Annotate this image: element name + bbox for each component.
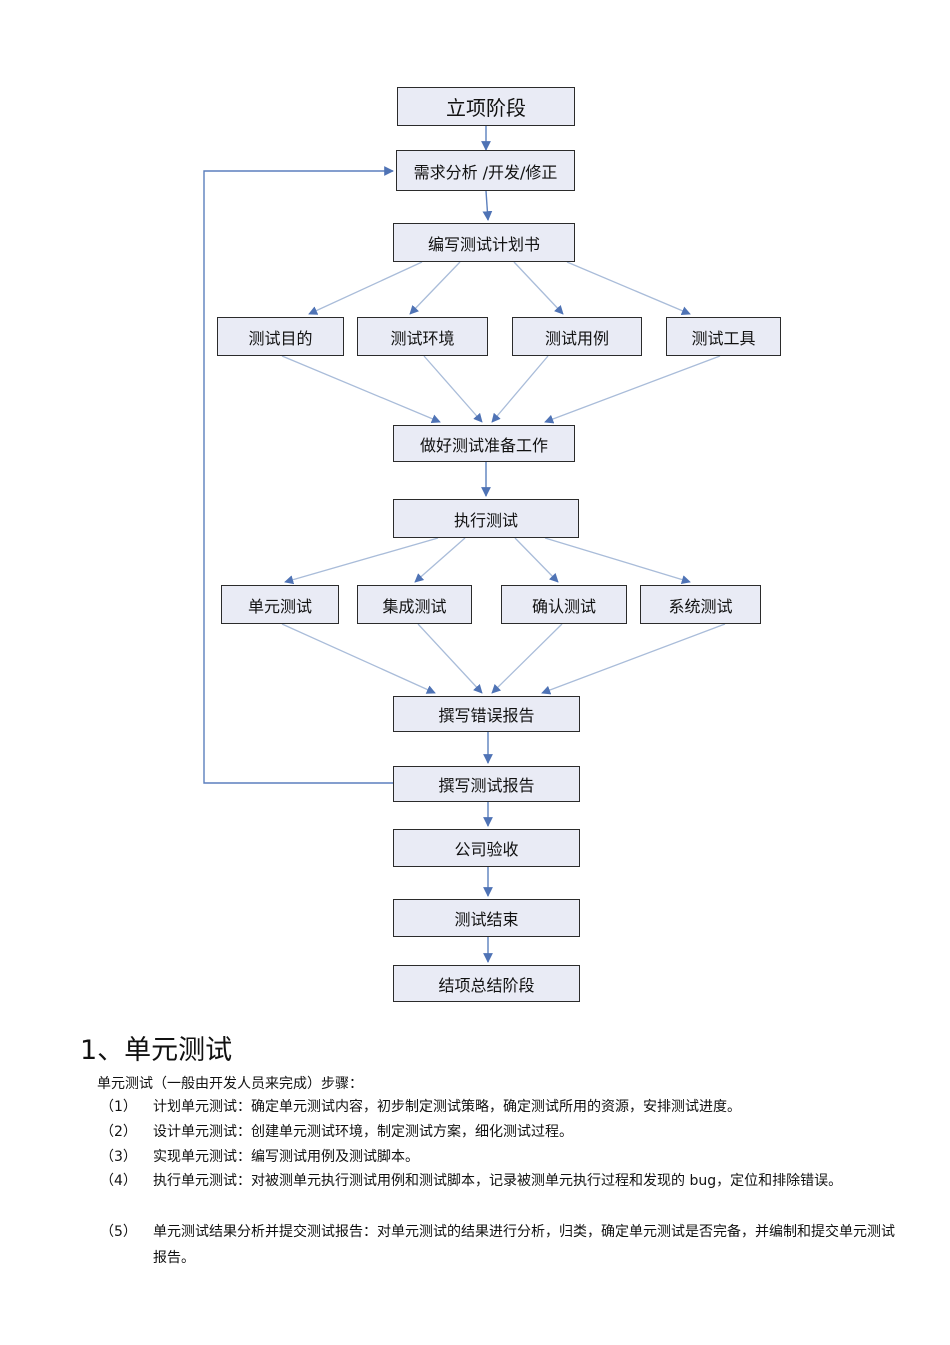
arrow-n3-n4c (513, 261, 564, 315)
arrow-n4d-n5 (544, 355, 721, 424)
node-system-test: 系统测试 (640, 585, 761, 624)
arrow-n7c-n8 (491, 623, 563, 694)
node-test-end: 测试结束 (393, 899, 580, 937)
node-requirements-analysis: 需求分析 /开发/修正 (396, 150, 575, 191)
step-text: 单元测试结果分析并提交测试报告：对单元测试的结果进行分析，归类，确定单元测试是否… (153, 1224, 895, 1266)
node-test-environment: 测试环境 (357, 317, 488, 356)
node-project-closure: 结项总结阶段 (393, 965, 580, 1002)
feedback-loop-arrow (203, 166, 394, 784)
node-test-preparation: 做好测试准备工作 (393, 425, 575, 462)
step-text: 执行单元测试：对被测单元执行测试用例和测试脚本，记录被测单元执行过程和发现的 b… (153, 1173, 843, 1189)
node-write-bug-report: 撰写错误报告 (393, 696, 580, 732)
node-unit-test: 单元测试 (221, 585, 339, 624)
step-number: （1） (100, 1099, 137, 1115)
arrow-n6-n7d (544, 537, 691, 584)
step-text: 计划单元测试：确定单元测试内容，初步制定测试策略，确定测试所用的资源，安排测试进… (153, 1099, 741, 1115)
arrow-n3-n4d (566, 261, 691, 316)
arrow-n7d-n8 (541, 623, 726, 695)
arrow-n4a-n5 (281, 355, 441, 424)
arrow-n7b-n8 (417, 623, 483, 694)
node-project-initiation: 立项阶段 (397, 87, 575, 126)
node-test-objective: 测试目的 (217, 317, 344, 356)
arrow-n3-n4b (409, 261, 461, 315)
node-integration-test: 集成测试 (357, 585, 472, 624)
arrow-n6-n7c (514, 537, 559, 583)
step-number: （4） (100, 1173, 137, 1189)
arrow-n6-n7b (414, 537, 466, 583)
arrow-n4c-n5 (491, 355, 549, 423)
arrow-n3-n4a (308, 261, 423, 315)
node-company-acceptance: 公司验收 (393, 829, 580, 867)
step-text: 实现单元测试：编写测试用例及测试脚本。 (153, 1149, 419, 1165)
node-acceptance-test: 确认测试 (501, 585, 627, 624)
section-heading: 1、单元测试 (80, 1035, 233, 1066)
flowchart-connectors (203, 126, 726, 963)
step-text: 设计单元测试：创建单元测试环境，制定测试方案，细化测试过程。 (153, 1124, 573, 1140)
arrow-n2-n3 (482, 190, 493, 221)
arrow-n6-n7a (284, 537, 439, 585)
node-write-test-plan: 编写测试计划书 (393, 223, 575, 262)
section-intro: 单元测试（一般由开发人员来完成）步骤： (97, 1076, 363, 1092)
node-execute-test: 执行测试 (393, 499, 579, 538)
step-number: （5） (100, 1224, 137, 1240)
test-process-flowchart: 立项阶段 需求分析 /开发/修正 编写测试计划书 测试目的 测试环境 测试用例 … (203, 87, 781, 1002)
arrow-n4b-n5 (423, 355, 483, 423)
step-number: （3） (100, 1149, 137, 1165)
node-write-test-report: 撰写测试报告 (393, 766, 580, 802)
arrow-n7a-n8 (281, 623, 436, 694)
node-test-tools: 测试工具 (666, 317, 781, 356)
node-test-cases: 测试用例 (512, 317, 642, 356)
step-number: （2） (100, 1124, 137, 1140)
